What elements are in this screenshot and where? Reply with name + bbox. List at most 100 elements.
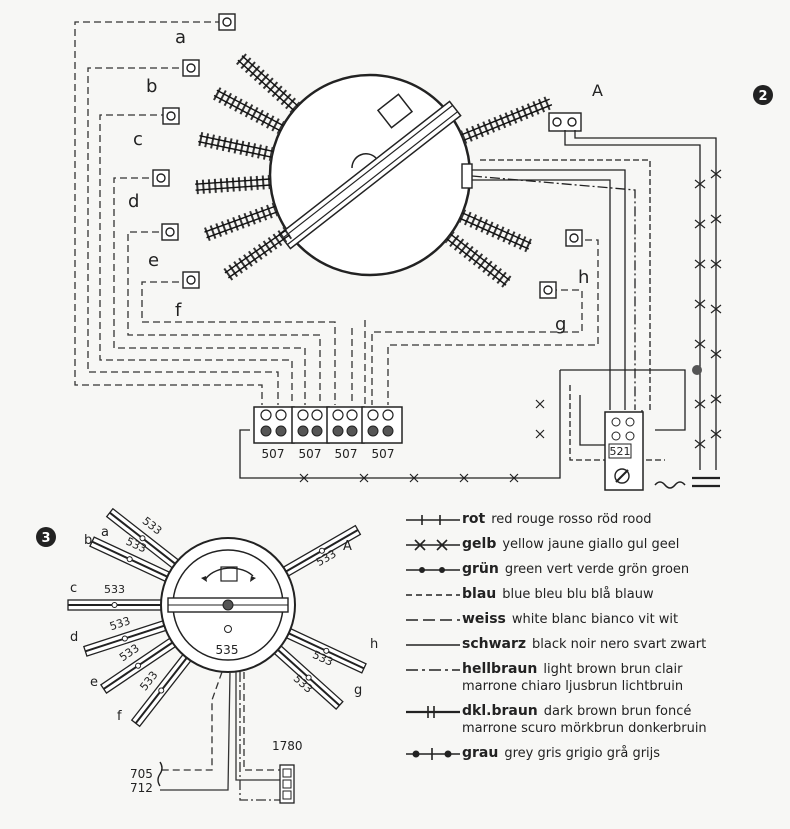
legend-translations: yellow jaune giallo gul geel	[502, 537, 680, 552]
track-label-a: a	[175, 27, 186, 48]
radial-track	[460, 95, 554, 144]
legend-line-tick	[406, 515, 460, 525]
wire-color-legend: rot red rouge rosso röd rood gelb yellow ja…	[404, 510, 784, 769]
fig3-label-d: d	[70, 630, 78, 645]
legend-color-name: grün	[462, 561, 499, 577]
legend-translations-2: marrone chiaro ljusbrun lichtbruin	[462, 679, 684, 694]
legend-color-name: hellbraun	[462, 661, 538, 677]
legend-line-dashed	[406, 594, 460, 596]
track-label-d: d	[128, 191, 139, 212]
legend-text: dkl.braun dark brown brun foncé marrone sc…	[462, 702, 707, 737]
track-label-e: e	[148, 250, 159, 271]
figure-3-marker	[36, 527, 56, 547]
fig3-label-b: b	[84, 533, 92, 548]
track-label-g: g	[555, 314, 566, 335]
legend-color-name: dkl.braun	[462, 703, 538, 719]
track-label-b: b	[146, 76, 157, 97]
legend-item-solid: schwarz black noir nero svart zwart	[404, 635, 784, 660]
legend-item-tick: rot red rouge rosso röd rood	[404, 510, 784, 535]
radial-track	[458, 209, 533, 253]
legend-item-cross: gelb yellow jaune giallo gul geel	[404, 535, 784, 560]
wire-crosses	[299, 169, 722, 483]
fig3-label-e: e	[90, 675, 98, 690]
figure-2-marker-text: 2	[758, 89, 767, 104]
legend-color-name: blau	[462, 586, 497, 602]
signal-boxes	[152, 13, 583, 299]
legend-translations: blue bleu blu blå blauw	[502, 587, 654, 602]
radial-track	[444, 231, 513, 289]
legend-line-doubletick	[406, 706, 460, 718]
legend-translations: white blanc bianco vit wit	[511, 612, 679, 627]
wire-label-705: 705	[130, 767, 153, 781]
legend-line-dot	[406, 567, 460, 573]
ac-symbol	[654, 481, 686, 489]
control-wires	[239, 130, 717, 479]
fig3-label-f: f	[117, 709, 122, 724]
segment-label-533: 533	[104, 583, 125, 596]
fig3-label-a: a	[101, 525, 109, 540]
legend-line-solid	[406, 644, 460, 646]
turntable-label-535: 535	[216, 643, 239, 657]
module-label-4: 507	[372, 447, 395, 461]
legend-translations: red rouge rosso röd rood	[491, 512, 652, 527]
turntable-bridge-3	[167, 597, 289, 633]
legend-item-dot: grün green vert verde grön groen	[404, 560, 784, 585]
track-label-f: f	[175, 300, 182, 321]
legend-line-cross	[406, 539, 460, 551]
wire-squiggle	[157, 761, 163, 787]
feed-wires-3	[160, 671, 280, 801]
legend-text: gelb yellow jaune giallo gul geel	[462, 535, 679, 553]
legend-item-doubletick: dkl.braun dark brown brun foncé marrone sc…	[404, 702, 784, 744]
track-segment	[67, 599, 162, 611]
legend-color-name: grau	[462, 745, 499, 761]
fig3-label-A: A	[343, 539, 352, 554]
module-label-3: 507	[335, 447, 358, 461]
legend-translations: black noir nero svart zwart	[532, 637, 707, 652]
figure-2-marker	[753, 85, 773, 105]
legend-item-dashed: blau blue bleu blu blå blauw	[404, 585, 784, 610]
radial-track	[222, 226, 293, 282]
legend-line-longdash	[406, 619, 460, 621]
bridge-house	[376, 93, 414, 129]
connector-1780	[279, 764, 295, 804]
rotation-arrows	[201, 566, 256, 582]
radial-track	[197, 131, 274, 162]
dc-symbol	[692, 476, 720, 488]
legend-text: grau grey gris grigio grå grijs	[462, 744, 660, 762]
track-segment	[285, 627, 367, 674]
legend-text: weiss white blanc bianco vit wit	[462, 610, 678, 628]
legend-text: rot red rouge rosso röd rood	[462, 510, 652, 528]
junction-dot	[692, 365, 702, 375]
fig3-label-h: h	[370, 637, 378, 652]
control-label: 521	[610, 445, 631, 458]
legend-text: grün green vert verde grön groen	[462, 560, 689, 578]
legend-line-dashdot	[406, 669, 460, 671]
legend-color-name: weiss	[462, 611, 506, 627]
legend-translations: dark brown brun foncé	[543, 704, 692, 719]
track-label-h: h	[578, 267, 589, 288]
track-segment	[82, 620, 167, 657]
legend-translations-2: marrone scuro mörkbrun donkerbruin	[462, 721, 707, 736]
wire-label-1780: 1780	[272, 739, 303, 753]
fig3-label-g: g	[354, 683, 362, 698]
figure-2: 2 a b c d e f A h g 507 507 507 507 521	[74, 13, 773, 491]
figure-3-marker-text: 3	[41, 531, 50, 546]
bridge-pivot	[351, 153, 377, 169]
switch-modules	[253, 406, 403, 444]
module-label-2: 507	[299, 447, 322, 461]
feeder-wires	[74, 21, 599, 405]
legend-color-name: schwarz	[462, 636, 527, 652]
legend-color-name: gelb	[462, 536, 497, 552]
radial-track	[235, 52, 301, 114]
legend-item-dottick: grau grey gris grigio grå grijs	[404, 744, 784, 769]
legend-color-name: rot	[462, 511, 486, 527]
radial-tracks	[194, 52, 554, 289]
control-box	[604, 411, 644, 491]
track-label-c: c	[133, 129, 143, 150]
legend-translations: green vert verde grön groen	[504, 562, 690, 577]
legend-translations: grey gris grigio grå grijs	[504, 746, 661, 761]
